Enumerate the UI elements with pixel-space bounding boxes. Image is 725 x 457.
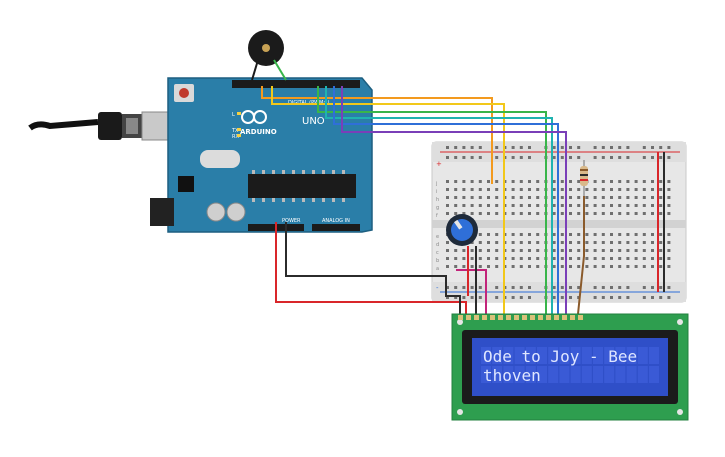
row-letter-g: g xyxy=(436,205,439,211)
arduino-uno-board[interactable]: ARDUINO UNO DIGITAL (PWM~) POWER ANALOG … xyxy=(150,77,373,233)
lcd-line-2: thoven xyxy=(483,366,541,385)
breadboard-holes xyxy=(446,146,671,299)
wire-teal[interactable] xyxy=(325,86,553,314)
wire-magenta[interactable] xyxy=(456,269,487,314)
capacitor-2 xyxy=(226,202,246,222)
row-letter-h: h xyxy=(436,197,439,203)
row-letter-i: i xyxy=(436,189,437,195)
led-label-tx: TX xyxy=(231,128,239,134)
capacitor-1 xyxy=(206,202,226,222)
row-letter-j: j xyxy=(435,181,437,187)
wire-gnd[interactable] xyxy=(285,222,461,314)
usb-cable[interactable] xyxy=(28,111,171,141)
power-header-label: POWER xyxy=(282,218,301,224)
resistor[interactable] xyxy=(580,160,588,196)
row-letter-a: a xyxy=(436,266,439,272)
lcd-module[interactable]: Ode to Joy - Bee thoven xyxy=(451,313,689,421)
analog-header[interactable] xyxy=(312,224,360,231)
wire-orange[interactable] xyxy=(261,86,493,184)
wire-brown[interactable] xyxy=(577,196,585,315)
analog-header-label: ANALOG IN xyxy=(322,218,350,224)
rail-plus-label: + xyxy=(436,160,442,168)
lcd-pin-header xyxy=(458,315,583,320)
wire-5v[interactable] xyxy=(275,222,467,314)
arduino-brand: ARDUINO xyxy=(240,128,277,136)
row-letter-c: c xyxy=(436,250,439,256)
wire-yellow[interactable] xyxy=(271,86,505,314)
potentiometer[interactable] xyxy=(446,214,478,246)
led-label-l: L xyxy=(232,112,235,118)
piezo-buzzer[interactable] xyxy=(248,30,287,81)
digital-header[interactable] xyxy=(232,80,360,88)
power-jack xyxy=(150,198,174,226)
row-letter-b: b xyxy=(436,258,439,264)
voltage-regulator xyxy=(178,176,194,192)
rail-minus-label: - xyxy=(436,284,439,292)
wire-blue[interactable] xyxy=(333,86,559,314)
row-letter-f: f xyxy=(436,213,438,219)
arduino-logo-icon xyxy=(241,110,267,124)
led-label-rx: RX xyxy=(232,134,239,140)
row-letter-d: d xyxy=(436,242,439,248)
wire-green[interactable] xyxy=(317,86,547,314)
wire-purple[interactable] xyxy=(341,86,567,314)
lcd-character-cells xyxy=(481,347,659,383)
arduino-model: UNO xyxy=(302,116,325,127)
crystal xyxy=(200,150,240,168)
row-letter-e: e xyxy=(436,234,439,240)
atmega-chip xyxy=(248,174,356,198)
wires xyxy=(261,86,585,315)
lcd-line-1: Ode to Joy - Bee xyxy=(483,347,637,366)
